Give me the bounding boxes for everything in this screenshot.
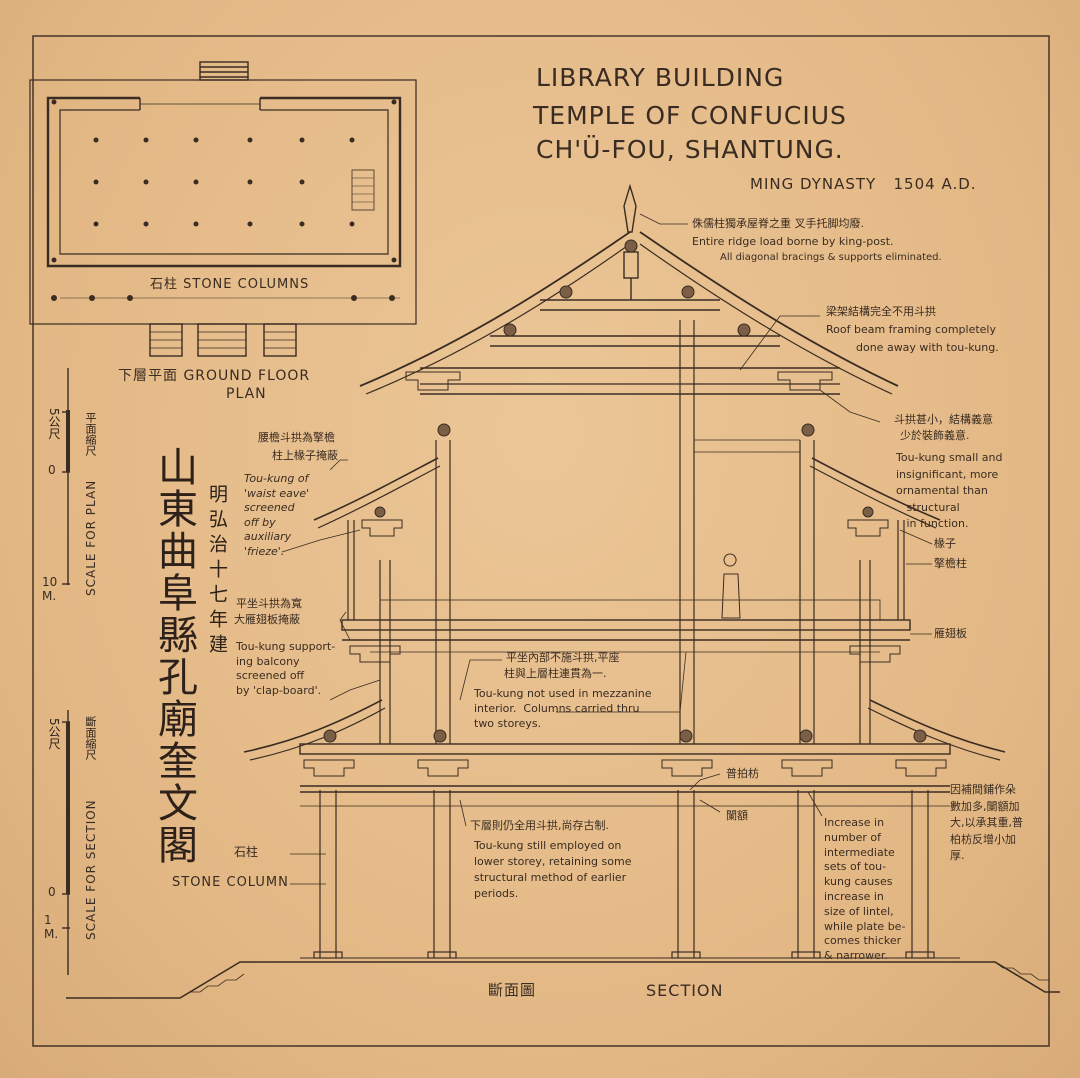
ridge-note-en-1: Entire ridge load borne by king-post.: [692, 235, 894, 248]
mezzanine-en: Tou-kung not used in mezzanine interior.…: [474, 687, 652, 730]
section-label-cn: 斷面圖: [488, 981, 537, 999]
plan-scale-bottom: 10 M.: [42, 575, 58, 603]
plan-column-dots: [51, 99, 397, 301]
ridge-note-en-2: All diagonal bracings & supports elimina…: [720, 252, 942, 263]
sheet-border: [32, 35, 1050, 1047]
plan-scale-en: SCALE FOR PLAN: [84, 479, 98, 596]
rafter-label-cn: 椽子: [934, 537, 956, 550]
section-scale-top: 5公尺: [47, 718, 61, 750]
section-scale-en: SCALE FOR SECTION: [84, 799, 98, 940]
stone-column-en: STONE COLUMN: [172, 875, 289, 890]
mezzanine-cn-1: 平坐內部不施斗拱,平座: [506, 651, 620, 664]
lintel-increase-cn: 因補間鋪作朵 數加多,闌額加 大,以承其重,普 柏枋反增小加 厚.: [950, 783, 1023, 862]
plan-scale-cn: 平面縮尺: [84, 412, 97, 456]
plate-label-cn: 普拍枋: [726, 767, 759, 780]
mezzanine-cn-2: 柱與上層柱連貫為一.: [504, 667, 607, 680]
dynasty-date: MING DYNASTY 1504 A.D.: [750, 175, 977, 193]
ground-floor-label: 下層平面 GROUND FLOOR: [118, 368, 311, 384]
lower-storey-cn: 下層則仍全用斗拱,尚存古制.: [470, 819, 609, 832]
scale-bars: [62, 368, 70, 975]
section-label-en: SECTION: [646, 981, 724, 1000]
title-line-1: LIBRARY BUILDING: [536, 63, 785, 92]
waist-eave-en: Tou-kung of 'waist eave' screened off by…: [244, 472, 310, 558]
ridge-note-cn: 侏儒柱獨承屋脊之重 叉手托脚均廢.: [692, 217, 864, 230]
plan-label: PLAN: [226, 386, 267, 402]
beam-note-en-1: Roof beam framing completely: [826, 323, 996, 336]
lower-storey-en: Tou-kung still employed on lower storey,…: [474, 839, 632, 900]
small-toukung-en: Tou-kung small and insignificant, more o…: [896, 451, 1003, 530]
lintel-label-cn: 闌額: [726, 809, 748, 822]
title-line-3: CH'Ü-FOU, SHANTUNG.: [536, 135, 844, 164]
section-scale-bottom: 1 M.: [44, 913, 59, 941]
column-label-cn: 擎檐柱: [934, 557, 967, 570]
waist-eave-cn-1: 腰檐斗拱為擎檐: [258, 431, 335, 444]
chinese-title-date: 明弘治十七年建: [206, 484, 228, 659]
ground-floor-plan: [29, 61, 417, 357]
stone-columns-label: 石柱 STONE COLUMNS: [150, 277, 310, 292]
section-scale-cn: 斷面縮尺: [84, 716, 97, 760]
beam-note-en-2: done away with tou-kung.: [856, 341, 999, 354]
board-label-cn: 雁翅板: [934, 627, 967, 640]
chinese-title-main: 山東曲阜縣孔廟奎文閣: [151, 446, 197, 866]
title-line-2: TEMPLE OF CONFUCIUS: [533, 101, 847, 130]
plan-scale-top: 5公尺: [47, 408, 61, 440]
small-toukung-cn-1: 斗拱甚小，結構義意: [894, 413, 993, 426]
balcony-cn-2: 大雁翅板掩蔽: [234, 613, 300, 626]
balcony-cn-1: 平坐斗拱為寬: [236, 597, 302, 610]
beam-note-cn: 梁架結構完全不用斗拱: [826, 305, 936, 318]
small-toukung-cn-2: 少於裝飾義意.: [900, 429, 970, 442]
balcony-en: Tou-kung support- ing balcony screened o…: [236, 640, 336, 697]
stone-column-cn: 石柱: [234, 845, 259, 859]
plan-scale-zero: 0: [48, 463, 56, 477]
section-scale-zero: 0: [48, 885, 56, 899]
waist-eave-cn-2: 柱上椽子掩蔽: [272, 449, 338, 462]
building-section: [66, 183, 1060, 999]
lintel-increase-en: Increase in number of intermediate sets …: [824, 816, 906, 963]
